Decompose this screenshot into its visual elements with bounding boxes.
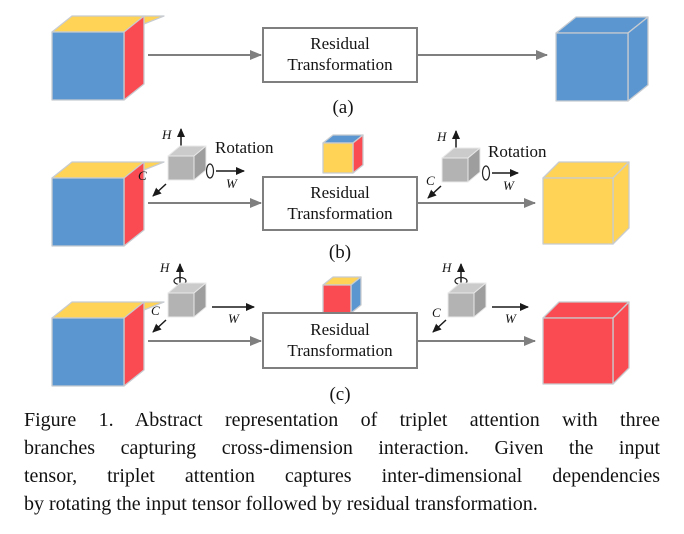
axis-label-c: C bbox=[432, 305, 441, 320]
axis-label-h: H bbox=[159, 260, 170, 275]
figure-canvas: Residual Transformation (a) H bbox=[51, 15, 649, 405]
caption-line: tensor, triplet attention captures inter… bbox=[24, 465, 660, 487]
output-tensor-cube-a bbox=[555, 16, 649, 102]
box-label-line2: Transformation bbox=[287, 55, 393, 74]
cube-front-face bbox=[322, 284, 352, 314]
axes-cube-front bbox=[447, 292, 475, 318]
cube-front-face bbox=[542, 177, 614, 245]
c-axis-arrow-icon bbox=[427, 185, 442, 199]
box-label-line2: Transformation bbox=[287, 204, 393, 223]
cube-front-face bbox=[51, 31, 125, 101]
rotation-loop-icon bbox=[205, 163, 215, 179]
rotation-axes-icon-b-left: H C W Rotation bbox=[138, 127, 274, 197]
axes-cube-front bbox=[167, 155, 195, 181]
axis-label-w: W bbox=[505, 311, 517, 326]
rotation-loop-icon bbox=[481, 165, 491, 181]
box-label-line1: Residual bbox=[310, 34, 370, 53]
cube-front-face bbox=[322, 142, 354, 174]
cube-front-face bbox=[51, 317, 125, 387]
cube-top-face bbox=[51, 161, 165, 179]
rotated-tensor-cube-c bbox=[322, 276, 362, 314]
c-axis-arrow-icon bbox=[152, 319, 167, 333]
axis-label-w: W bbox=[226, 176, 238, 191]
axis-label-h: H bbox=[441, 260, 452, 275]
axis-label-h: H bbox=[161, 127, 172, 142]
c-axis-arrow-icon bbox=[152, 183, 167, 197]
branch-a: Residual Transformation (a) bbox=[51, 15, 649, 118]
axis-label-c: C bbox=[426, 173, 435, 188]
axis-label-w: W bbox=[228, 311, 240, 326]
output-tensor-cube-b bbox=[542, 161, 630, 245]
caption-line: Figure 1. Abstract representation of tri… bbox=[24, 409, 660, 431]
residual-transformation-box-b bbox=[262, 176, 418, 231]
caption-line: by rotating the input tensor followed by… bbox=[24, 493, 538, 515]
subfigure-label-b: (b) bbox=[329, 242, 351, 263]
axes-cube-front bbox=[167, 292, 195, 318]
subfigure-label-c: (c) bbox=[329, 384, 350, 405]
branch-c: H C W Residual Transformation bbox=[51, 260, 630, 405]
input-tensor-cube-a bbox=[51, 15, 165, 101]
residual-transformation-box-a bbox=[262, 27, 418, 83]
input-tensor-cube-c bbox=[51, 301, 165, 387]
axis-label-c: C bbox=[151, 303, 160, 318]
rotation-axes-icon-c-left: H C W bbox=[151, 260, 255, 333]
box-label-line1: Residual bbox=[310, 320, 370, 339]
cube-top-face bbox=[51, 15, 165, 33]
subfigure-label-a: (a) bbox=[332, 97, 353, 118]
c-axis-arrow-icon bbox=[432, 319, 447, 333]
axes-cube-front bbox=[441, 157, 469, 183]
residual-transformation-box-c bbox=[262, 312, 418, 369]
rotation-label: Rotation bbox=[215, 138, 274, 157]
caption-line: branches capturing cross-dimension inter… bbox=[24, 437, 660, 459]
cube-front-face bbox=[542, 317, 614, 385]
box-label-line1: Residual bbox=[310, 183, 370, 202]
box-label-line2: Transformation bbox=[287, 341, 393, 360]
rotation-label: Rotation bbox=[488, 142, 547, 161]
rotated-tensor-cube-b bbox=[322, 134, 364, 174]
output-tensor-cube-c bbox=[542, 301, 630, 385]
figure-caption: Figure 1. Abstract representation of tri… bbox=[24, 406, 660, 518]
input-tensor-cube-b bbox=[51, 161, 165, 247]
branch-b: H C W Rotation Residual Transf bbox=[51, 127, 630, 263]
rotation-axes-icon-b-right: H C W Rotation bbox=[426, 129, 547, 199]
cube-top-face bbox=[51, 301, 165, 319]
rotation-axes-icon-c-right: H C W bbox=[432, 260, 529, 333]
axis-label-c: C bbox=[138, 168, 147, 183]
axis-label-w: W bbox=[503, 178, 515, 193]
axis-label-h: H bbox=[436, 129, 447, 144]
cube-front-face bbox=[51, 177, 125, 247]
cube-front-face bbox=[555, 32, 629, 102]
